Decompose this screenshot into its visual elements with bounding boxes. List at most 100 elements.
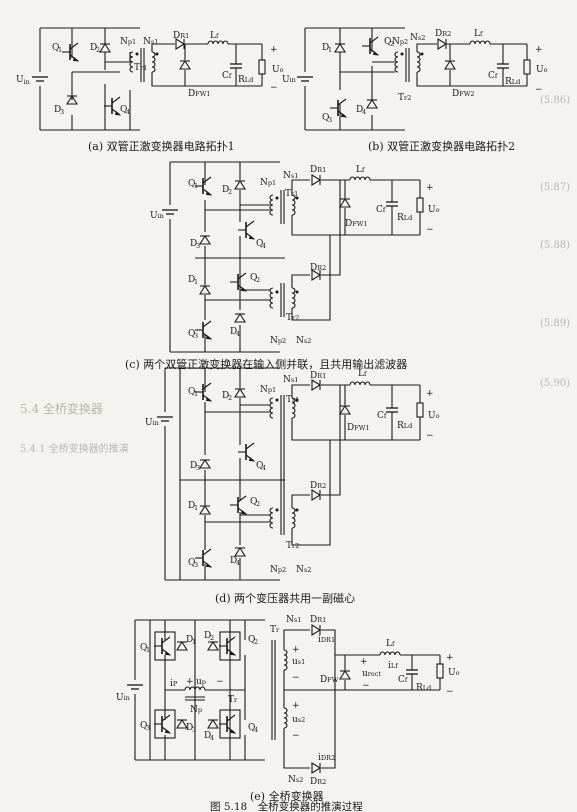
svg-text:Ns1: Ns1 — [143, 37, 158, 47]
svg-text:Q: Q — [256, 239, 263, 249]
panel-a-circuit: Uin Q1 D2 D3 Q4 Np1 Ns1 Tr1 DR1 Lf DFW1 … — [16, 27, 284, 131]
svg-text:D: D — [188, 275, 195, 285]
svg-text:1: 1 — [194, 182, 198, 190]
bg-eq-number: (5.87) — [540, 182, 571, 193]
svg-text:+: + — [292, 645, 300, 655]
svg-text:urect: urect — [362, 669, 381, 679]
svg-text:D: D — [230, 556, 237, 566]
svg-text:Uo: Uo — [448, 668, 460, 678]
svg-text:4: 4 — [236, 330, 240, 338]
svg-text:RLd: RLd — [397, 421, 412, 431]
svg-text:DR1: DR1 — [310, 615, 326, 625]
svg-text:Q: Q — [188, 387, 195, 397]
svg-text:D: D — [186, 635, 193, 645]
svg-text:2: 2 — [210, 634, 214, 642]
bg-section-heading: 5.4 全桥变换器 — [20, 402, 103, 416]
svg-text:DR2: DR2 — [435, 29, 451, 39]
svg-text:Q: Q — [188, 329, 195, 339]
svg-text:D: D — [90, 43, 97, 53]
svg-text:4: 4 — [210, 734, 214, 742]
svg-text:iP: iP — [170, 679, 178, 689]
svg-text:Np1: Np1 — [260, 385, 276, 395]
svg-text:D: D — [230, 327, 237, 337]
svg-text:+: + — [426, 183, 434, 193]
svg-text:Tr2: Tr2 — [398, 93, 411, 103]
svg-text:Lf: Lf — [386, 639, 395, 649]
svg-text:4: 4 — [126, 108, 130, 116]
svg-text:4: 4 — [262, 464, 266, 472]
svg-text:Cf: Cf — [488, 71, 498, 81]
svg-text:−: − — [362, 681, 370, 691]
bg-eq-number: (5.90) — [540, 378, 571, 389]
svg-text:4: 4 — [254, 726, 258, 734]
svg-text:Lf: Lf — [358, 369, 367, 379]
bg-eq-number: (5.89) — [540, 318, 571, 329]
caption-panel-b: (b) 双管正激变换器电路拓扑2 — [368, 140, 516, 153]
svg-text:Uo: Uo — [536, 65, 548, 75]
svg-text:+: + — [360, 657, 368, 667]
svg-text:Q: Q — [322, 113, 329, 123]
svg-text:−: − — [426, 225, 434, 235]
svg-text:2: 2 — [228, 394, 232, 402]
svg-text:RLd: RLd — [505, 77, 520, 87]
svg-text:Np2: Np2 — [270, 565, 286, 575]
svg-text:Q: Q — [120, 105, 127, 115]
svg-text:Tr1: Tr1 — [286, 395, 299, 405]
svg-text:Cf: Cf — [222, 71, 232, 81]
svg-text:2: 2 — [96, 46, 100, 54]
svg-text:D: D — [188, 501, 195, 511]
svg-text:up: up — [196, 677, 206, 687]
svg-text:Ns2: Ns2 — [410, 33, 425, 43]
svg-text:+: + — [535, 45, 543, 55]
svg-text:Q: Q — [256, 461, 263, 471]
panel-c-circuit: Uin Q1 D2 D3 Q4 Np1 Ns1 Tr1 DR1 Lf DFW1 … — [150, 161, 440, 353]
svg-text:−: − — [446, 687, 454, 697]
caption-panel-c: (c) 两个双管正激变换器在输入侧并联，且共用输出滤波器 — [125, 358, 408, 371]
svg-text:DR1: DR1 — [310, 165, 326, 175]
svg-text:Cf: Cf — [398, 675, 408, 685]
svg-text:Ns1: Ns1 — [283, 171, 298, 181]
svg-text:2: 2 — [256, 500, 260, 508]
svg-text:Np2: Np2 — [270, 336, 286, 346]
svg-text:Q: Q — [384, 37, 391, 47]
svg-text:3: 3 — [192, 726, 196, 734]
svg-text:1: 1 — [192, 638, 196, 646]
svg-text:3: 3 — [196, 242, 200, 250]
svg-text:Q: Q — [188, 179, 195, 189]
svg-text:Cf: Cf — [377, 411, 387, 421]
svg-text:Uin: Uin — [145, 418, 159, 428]
svg-text:DFW1: DFW1 — [345, 219, 368, 229]
svg-text:DR1: DR1 — [310, 371, 326, 381]
svg-text:−: − — [292, 731, 300, 741]
svg-text:Q: Q — [250, 497, 257, 507]
svg-text:Uin: Uin — [116, 693, 130, 703]
svg-text:3: 3 — [196, 464, 200, 472]
panel-d-circuit: Uin Q1 D2 D3 Q4 Np1 Ns1 Tr1 DR1 Lf DFW1 … — [145, 367, 440, 581]
svg-text:DFW1: DFW1 — [347, 423, 370, 433]
svg-text:D: D — [190, 239, 197, 249]
svg-text:D: D — [322, 43, 329, 53]
svg-text:+: + — [292, 701, 300, 711]
bg-eq-number: (5.86) — [540, 95, 571, 106]
svg-text:DFW1: DFW1 — [188, 89, 211, 99]
caption-panel-a: (a) 双管正激变换器电路拓扑1 — [88, 140, 235, 153]
svg-text:4: 4 — [362, 108, 366, 116]
svg-text:1: 1 — [58, 46, 62, 54]
svg-text:Lf: Lf — [474, 29, 483, 39]
svg-text:+: + — [270, 45, 278, 55]
svg-text:D: D — [190, 461, 197, 471]
svg-text:Np2: Np2 — [392, 37, 408, 47]
svg-text:+: + — [186, 677, 194, 687]
figure-caption: 图 5.18 全桥变换器的推演过程 — [210, 801, 363, 812]
svg-text:−: − — [426, 431, 434, 441]
svg-text:Q: Q — [188, 558, 195, 568]
svg-text:1: 1 — [146, 646, 150, 654]
svg-text:Ns1: Ns1 — [286, 615, 301, 625]
svg-text:+: + — [446, 653, 454, 663]
svg-text:Uin: Uin — [282, 75, 296, 85]
svg-text:Q: Q — [140, 721, 147, 731]
svg-text:Uin: Uin — [150, 211, 164, 221]
panel-b-circuit: Uin D1 Q2 Q3 D4 Np2 Ns2 Tr2 DR2 Lf DFW2 … — [282, 27, 548, 131]
